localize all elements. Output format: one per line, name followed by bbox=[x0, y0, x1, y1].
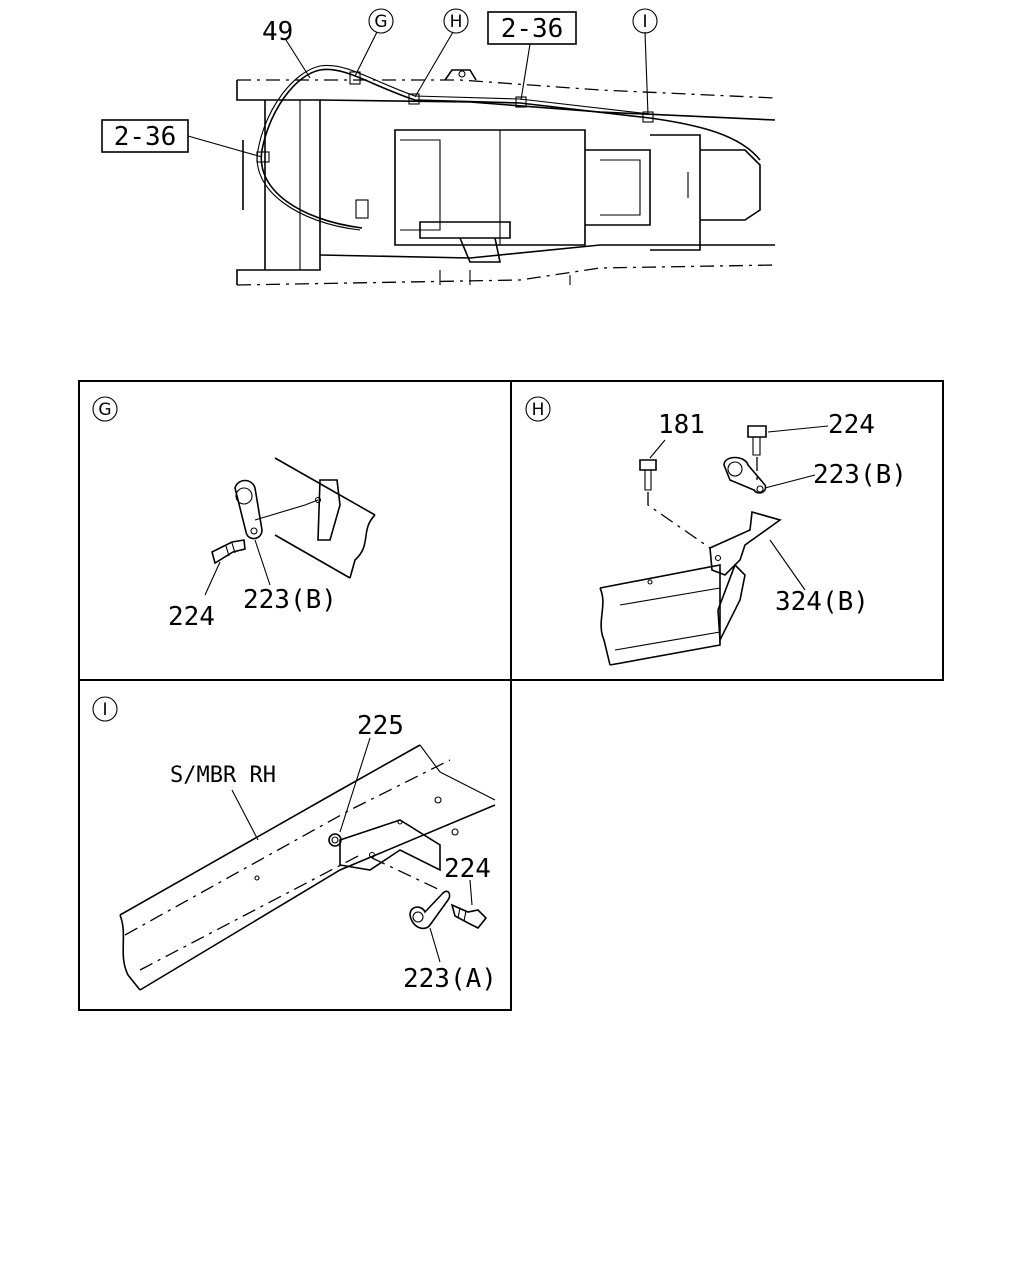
panel-h-part-223b: 223(B) bbox=[813, 460, 907, 490]
panel-g-callout-circle bbox=[92, 396, 118, 422]
overview-assembly bbox=[187, 31, 776, 286]
panel-g-callout-label: G bbox=[98, 400, 111, 420]
panel-i-callout-circle bbox=[92, 696, 118, 722]
panel-i-part-224: 224 bbox=[444, 854, 491, 884]
panel-h-callout-circle bbox=[525, 396, 551, 422]
callout-g-circle bbox=[368, 8, 394, 34]
callout-g-label: G bbox=[374, 12, 387, 32]
panel-g-part-223b: 223(B) bbox=[243, 585, 337, 615]
panel-i-callout-label: I bbox=[102, 700, 107, 720]
panel-h-part-224: 224 bbox=[828, 410, 875, 440]
panel-g-drawing bbox=[204, 457, 376, 596]
callout-h-label: H bbox=[450, 12, 463, 32]
callout-i-label: I bbox=[642, 12, 647, 32]
panel-h-callout-label: H bbox=[532, 400, 545, 420]
ref-box-left bbox=[101, 119, 189, 153]
panel-h-part-181: 181 bbox=[658, 410, 705, 440]
panel-g-part-224: 224 bbox=[168, 602, 215, 632]
ref-left-label: 2-36 bbox=[114, 122, 177, 152]
panel-i-part-223a: 223(A) bbox=[403, 964, 497, 994]
ref-top-label: 2-36 bbox=[501, 14, 564, 44]
part-49-label: 49 bbox=[262, 17, 293, 47]
panel-h-part-324b: 324(B) bbox=[775, 587, 869, 617]
callout-h-circle bbox=[443, 8, 469, 34]
panel-h-frame bbox=[510, 380, 944, 681]
panel-g-frame bbox=[78, 380, 512, 681]
panel-i-part-225: 225 bbox=[357, 711, 404, 741]
ref-box-top bbox=[487, 11, 577, 45]
callout-i-circle bbox=[632, 8, 658, 34]
panel-h-drawing bbox=[599, 425, 829, 666]
panel-i-frame bbox=[78, 679, 512, 1011]
panel-i-drawing bbox=[119, 737, 496, 991]
panel-i-member-label: S/MBR RH bbox=[170, 763, 276, 788]
